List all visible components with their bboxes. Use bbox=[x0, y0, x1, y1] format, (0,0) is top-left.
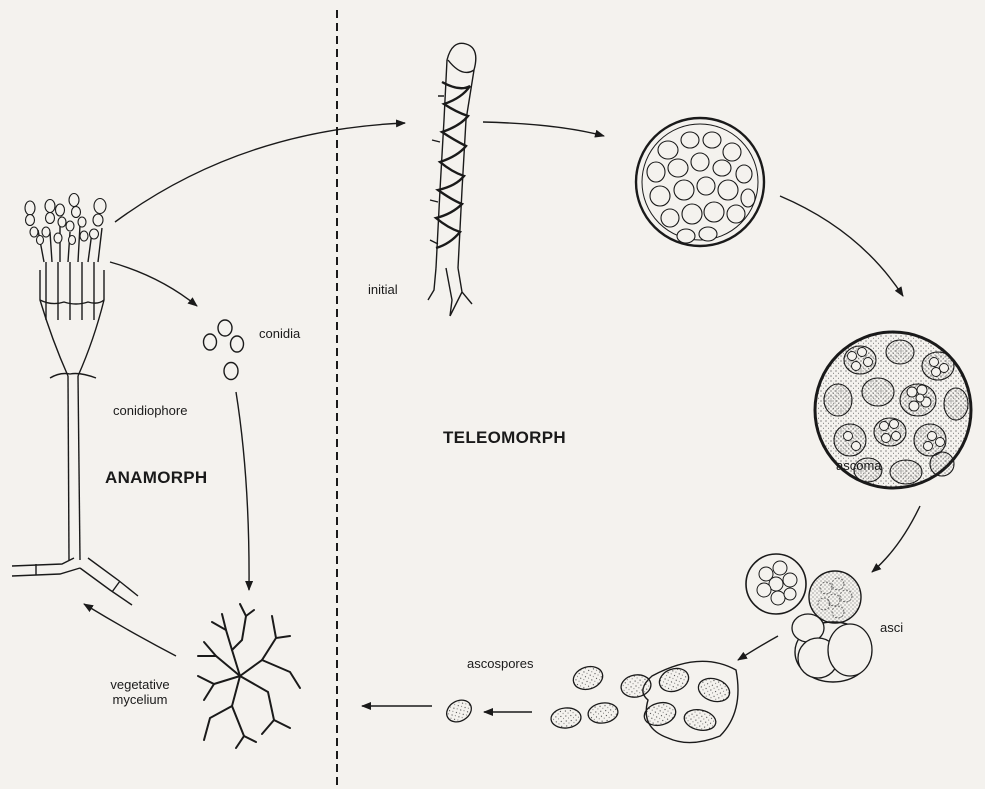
label-conidia: conidia bbox=[259, 326, 300, 341]
label-vegetative-line1: vegetative bbox=[95, 677, 185, 692]
arrow-conidiophore-to-initial bbox=[115, 123, 405, 222]
ascospores-illustration bbox=[443, 661, 738, 742]
free-conidia bbox=[204, 320, 244, 380]
arrow-ascoma-to-asci bbox=[872, 506, 920, 572]
label-anamorph: ANAMORPH bbox=[105, 468, 208, 488]
label-teleomorph: TELEOMORPH bbox=[443, 428, 566, 448]
label-vegetative-line2: mycelium bbox=[95, 692, 185, 707]
asci-illustration bbox=[746, 554, 872, 682]
label-vegetative-mycelium: vegetative mycelium bbox=[95, 677, 185, 707]
arrow-initial-to-young-ascoma bbox=[483, 122, 604, 136]
vegetative-mycelium-illustration bbox=[198, 604, 300, 748]
label-ascospores: ascospores bbox=[467, 656, 533, 671]
conidia-chains bbox=[25, 194, 106, 245]
young-ascoma-illustration bbox=[636, 118, 764, 246]
single-ascospore bbox=[443, 696, 476, 726]
label-initial: initial bbox=[368, 282, 398, 297]
initial-illustration bbox=[428, 43, 476, 316]
arrow-mycelium-to-conidiophore bbox=[84, 604, 176, 656]
arrow-conidia-to-mycelium bbox=[236, 392, 249, 590]
arrow-young-ascoma-to-ascoma bbox=[780, 196, 903, 296]
arrow-conidiophore-to-conidia bbox=[110, 262, 197, 306]
label-asci: asci bbox=[880, 620, 903, 635]
label-conidiophore: conidiophore bbox=[113, 403, 187, 418]
label-ascoma: ascoma bbox=[836, 458, 882, 473]
arrow-asci-to-ascospores bbox=[738, 636, 778, 660]
